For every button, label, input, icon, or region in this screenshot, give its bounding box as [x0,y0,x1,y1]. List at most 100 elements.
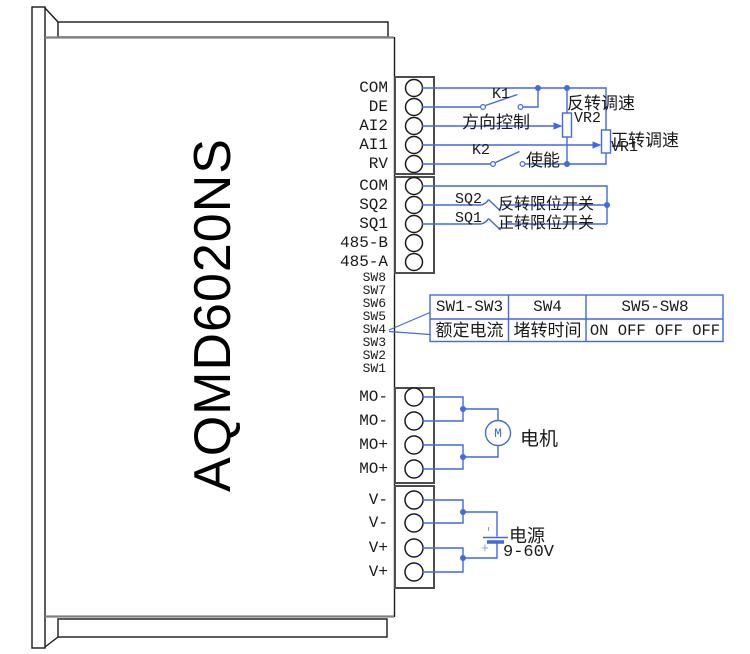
dip-table-header-sw4: SW4 [533,298,562,316]
terminal-circle [404,490,424,510]
callout-lines [388,311,431,336]
chamfer-bottom [44,636,59,648]
terminal-label-com: COM [359,79,388,97]
terminal-label-v-plus-2: V+ [368,563,388,581]
junction-dot [460,406,466,412]
terminal-label-mo-minus-2: MO- [359,412,388,430]
wire-battery-top [463,511,498,537]
chamfer-top [44,7,59,23]
bottom-flange [57,618,388,638]
vr2-caption: 反转调速 [567,94,635,113]
terminal-circles [404,78,424,582]
terminal-label-ai2: AI2 [359,117,388,135]
terminal-label-485b: 485-B [339,234,388,252]
dip-label-sw3: SW3 [362,335,386,350]
terminal-label-rv: RV [368,155,388,173]
wire-motor-bottom [463,445,499,458]
sq1-switch-label: SQ1 [455,210,483,227]
motor-caption: 电机 [520,429,559,450]
battery-symbol [483,536,508,544]
heatsink-bar [31,6,46,649]
vr1-caption: 正转调速 [611,131,679,150]
sw4-callout-lower [388,330,431,336]
terminal-circle [404,562,424,582]
ai1-arrowhead [592,141,602,149]
dip-table-border [429,294,724,343]
junction-dot [564,85,570,91]
power-range-label: 9-60V [503,543,555,562]
wiper-arrows [553,122,602,149]
terminal-label-com2: COM [359,177,388,195]
junction-dots [460,85,610,561]
ai2-arrowhead [553,122,563,130]
k1-caption: 方向控制 [462,113,530,132]
sq2-switch-label: SQ2 [455,191,483,208]
junction-dot [535,85,541,91]
junction-dot [604,202,610,208]
dip-table-value-stall-time: 堵转时间 [513,321,582,340]
dip-label-sw1: SW1 [362,361,386,376]
wire-motor-top [463,408,499,421]
dip-label-sw6: SW6 [362,296,386,311]
dip-label-sw8: SW8 [362,270,386,285]
terminal-circle [404,97,424,117]
vr2-body [561,112,573,138]
terminal-label-sq2: SQ2 [359,196,388,214]
battery-minus-mark: - [480,524,497,534]
dip-table-header-sw5-sw8: SW5-SW8 [621,298,689,316]
power-caption: 电源 [509,526,545,546]
dip-table-header-sw1-sw3: SW1-SW3 [435,298,504,316]
terminal-label-ai1: AI1 [359,136,388,154]
terminal-circle [404,195,424,215]
junction-dot [460,509,466,515]
terminal-circle [404,214,424,234]
terminal-circle [404,387,424,407]
junction-dot [460,454,466,460]
k2-contact [519,161,526,168]
wires [422,87,608,573]
k1-switch-label: K1 [491,86,510,103]
k1-blade [485,93,518,107]
terminal-label-mo-plus-1: MO+ [359,436,388,454]
terminal-circle [404,176,424,196]
terminal-label-de: DE [368,98,388,116]
terminal-label-mo-minus-1: MO- [359,388,388,406]
sw4-callout-upper [388,311,431,331]
wire-com-rail [422,87,607,130]
terminal-circle [404,233,424,253]
terminal-circle [404,116,424,136]
vr2-label: VR2 [574,110,602,127]
terminal-label-v-minus-2: V- [368,514,388,532]
wire-k1-leg [523,88,539,108]
k2-blade [495,150,520,164]
terminal-circle [404,154,424,174]
dip-label-sw5: SW5 [362,309,386,324]
top-flange [57,21,389,38]
terminal-circle [404,411,424,431]
motor-symbol: M [494,426,502,441]
terminal-circle [404,513,424,533]
terminal-label-sq1: SQ1 [359,215,388,233]
k1-contact [517,103,524,110]
k2-switch-label: K2 [471,142,490,159]
junction-dot [564,161,570,167]
dip-table-value-on-off: ON OFF OFF OFF [589,322,721,340]
terminal-label-mo-plus-2: MO+ [359,460,388,478]
junction-dot [460,555,466,561]
k1-contact [480,103,487,110]
motor-circle [484,419,512,447]
dip-table-value-rated-current: 额定电流 [435,321,504,340]
k2-caption: 使能 [526,151,560,170]
k2-contact [490,161,497,168]
potentiometers [561,112,612,154]
wire-rv-rail [525,153,607,165]
terminal-label-v-minus-1: V- [368,491,388,509]
sq2-blade [480,198,501,212]
switch-contacts [480,103,526,168]
vr1-label: VR1 [611,139,639,156]
terminal-circle [404,538,424,558]
terminal-label-485a: 485-A [339,253,388,271]
sq2-caption: 反转限位开关 [498,196,595,213]
